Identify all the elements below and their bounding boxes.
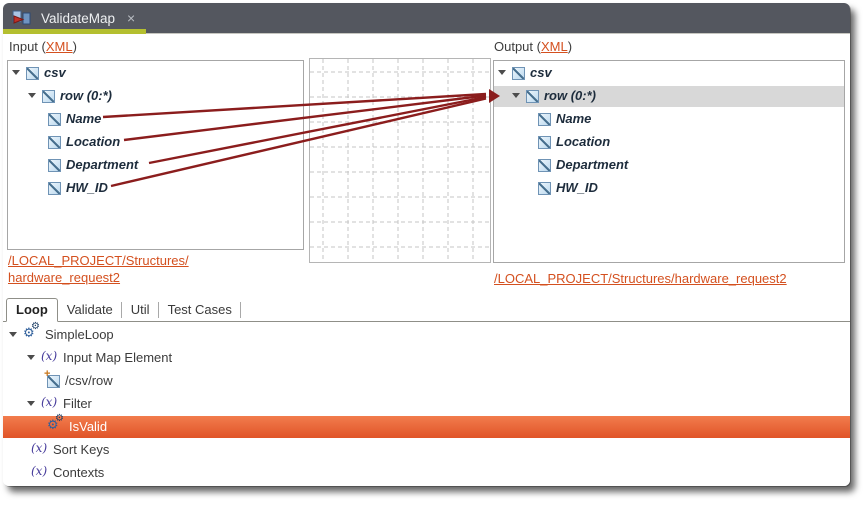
tree-label: Department — [66, 157, 139, 172]
tree-label: Input Map Element — [63, 350, 173, 365]
output-label-prefix: Output ( — [494, 39, 541, 54]
mapping-grid — [310, 59, 490, 262]
tree-row-contexts[interactable]: Contexts — [3, 462, 850, 484]
tree-label: Location — [66, 134, 121, 149]
input-tree-row-hwid[interactable]: HW_ID — [8, 177, 303, 199]
validatemap-icon — [12, 10, 31, 25]
tree-row-sort-keys[interactable]: Sort Keys — [3, 439, 850, 461]
element-icon — [512, 67, 525, 80]
input-tree-row-location[interactable]: Location — [8, 131, 303, 153]
chevron-down-icon[interactable] — [27, 355, 35, 360]
input-xml-link[interactable]: XML — [45, 39, 73, 54]
output-tree-row-row[interactable]: row (0:*) — [494, 85, 844, 107]
output-tree-row-name[interactable]: Name — [494, 108, 844, 130]
chevron-down-icon[interactable] — [9, 332, 17, 337]
loop-tree: SimpleLoop Input Map Element /csv/row Fi… — [3, 321, 850, 486]
input-label-suffix: ) — [72, 39, 77, 54]
tree-label: Sort Keys — [53, 442, 110, 457]
chevron-down-icon[interactable] — [12, 70, 20, 75]
tab-util[interactable]: Util — [122, 299, 159, 321]
output-xml-link[interactable]: XML — [540, 39, 568, 54]
tree-row-csv-row[interactable]: /csv/row — [3, 368, 850, 392]
output-tree-row-hwid[interactable]: HW_ID — [494, 177, 844, 199]
element-icon — [48, 113, 61, 126]
tree-label: HW_ID — [556, 180, 598, 195]
tab-title: ValidateMap — [41, 10, 116, 26]
output-tree-row-department[interactable]: Department — [494, 154, 844, 176]
tree-row-isvalid[interactable]: IsValid — [3, 413, 850, 438]
tree-label: Filter — [63, 396, 92, 411]
output-section-label: Output (XML) — [494, 39, 572, 54]
input-schema-link-line1: /LOCAL_PROJECT/Structures/ — [8, 253, 189, 268]
output-tree-panel: csv row (0:*) Name Location Department H… — [493, 60, 845, 263]
tab-validate[interactable]: Validate — [58, 299, 122, 321]
element-icon — [42, 90, 55, 103]
input-tree-row-department[interactable]: Department — [8, 154, 303, 176]
editor-tab-validatemap[interactable]: ValidateMap × — [3, 3, 147, 33]
tree-label: SimpleLoop — [45, 327, 114, 342]
element-icon — [538, 113, 551, 126]
function-x-icon — [31, 464, 47, 478]
bottom-tab-bar: Loop Validate Util Test Cases — [3, 297, 850, 322]
element-icon — [26, 67, 39, 80]
tree-row-filter[interactable]: Filter — [3, 393, 850, 415]
tab-loop[interactable]: Loop — [6, 298, 58, 322]
tab-test-cases[interactable]: Test Cases — [159, 299, 242, 321]
function-x-icon — [41, 349, 57, 363]
element-icon — [48, 159, 61, 172]
function-x-icon — [31, 441, 47, 455]
tree-label: Department — [556, 157, 629, 172]
tree-label: row (0:*) — [60, 88, 112, 103]
element-icon — [538, 182, 551, 195]
chevron-down-icon[interactable] — [498, 70, 506, 75]
header-divider — [3, 33, 850, 34]
gears-icon — [23, 321, 41, 344]
tree-label: Location — [556, 134, 611, 149]
chevron-down-icon[interactable] — [28, 93, 36, 98]
element-icon — [48, 136, 61, 149]
output-label-suffix: ) — [567, 39, 573, 54]
element-icon — [526, 90, 539, 103]
input-label-prefix: Input ( — [9, 39, 46, 54]
input-schema-link-line2: hardware_request2 — [8, 270, 121, 285]
mapped-row-highlight — [494, 86, 844, 107]
tree-label: /csv/row — [65, 373, 113, 388]
tree-label: csv — [44, 65, 66, 80]
validatemap-window: ValidateMap × Input (XML) Output (XML) c… — [3, 3, 850, 486]
input-schema-link[interactable]: /LOCAL_PROJECT/Structures/hardware_reque… — [8, 252, 189, 286]
input-tree-row-csv[interactable]: csv — [8, 62, 303, 84]
active-tab-underline — [3, 29, 146, 34]
tree-row-input-map-element[interactable]: Input Map Element — [3, 347, 850, 369]
tree-label: row (0:*) — [544, 88, 596, 103]
mapping-canvas[interactable] — [309, 58, 491, 263]
input-tree-row-name[interactable]: Name — [8, 108, 303, 130]
tree-label: HW_ID — [66, 180, 108, 195]
gears-icon — [47, 413, 65, 436]
tree-label: Name — [556, 111, 592, 126]
element-icon — [538, 136, 551, 149]
output-tree-row-csv[interactable]: csv — [494, 62, 844, 84]
element-icon — [48, 182, 61, 195]
tree-label: IsValid — [69, 419, 108, 434]
input-section-label: Input (XML) — [9, 39, 77, 54]
tree-label: csv — [530, 65, 552, 80]
editor-tab-bar: ValidateMap × — [3, 3, 850, 33]
output-tree-row-location[interactable]: Location — [494, 131, 844, 153]
element-icon — [538, 159, 551, 172]
input-tree-row-row[interactable]: row (0:*) — [8, 85, 303, 107]
function-x-icon — [41, 395, 57, 409]
tree-label: Contexts — [53, 465, 105, 480]
close-icon[interactable]: × — [127, 10, 136, 26]
chevron-down-icon[interactable] — [512, 93, 520, 98]
output-schema-link[interactable]: /LOCAL_PROJECT/Structures/hardware_reque… — [494, 271, 787, 286]
tree-label: Name — [66, 111, 102, 126]
element-plus-icon — [44, 368, 60, 388]
tree-row-simpleloop[interactable]: SimpleLoop — [3, 321, 850, 346]
input-tree-panel: csv row (0:*) Name Location Department H… — [7, 60, 304, 250]
chevron-down-icon[interactable] — [27, 401, 35, 406]
